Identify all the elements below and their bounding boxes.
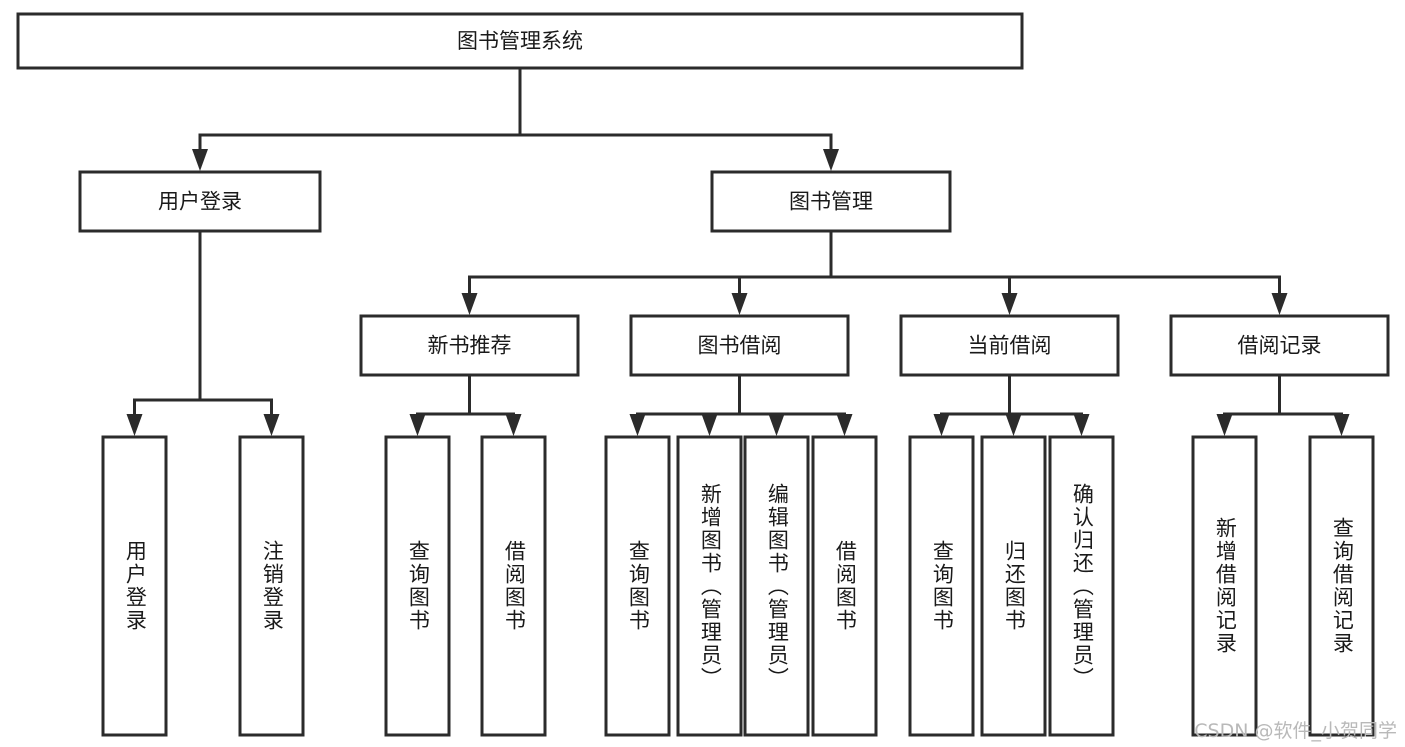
arrow-icon-new-book-recommend xyxy=(461,293,478,315)
node-label-user-login: 用户登录 xyxy=(158,190,242,214)
arrow-icon-leaf-query-book-2 xyxy=(629,414,646,436)
arrow-icon-leaf-borrow-book-1 xyxy=(505,414,522,436)
arrow-icon-user-login xyxy=(192,149,208,171)
arrow-icon-current-borrow xyxy=(1001,293,1018,315)
box-layer xyxy=(16,12,1390,737)
arrow-icon-leaf-query-book-1 xyxy=(409,414,426,436)
node-box-user-login[interactable] xyxy=(78,170,322,233)
arrow-icon-leaf-query-record xyxy=(1333,414,1350,436)
node-box-leaf-borrow-book-1[interactable] xyxy=(480,435,547,737)
node-box-book-manage[interactable] xyxy=(710,170,952,233)
arrow-icon-leaf-user-login xyxy=(126,414,143,436)
node-box-leaf-query-book-1[interactable] xyxy=(384,435,451,737)
node-label-current-borrow: 当前借阅 xyxy=(968,334,1052,358)
node-box-leaf-query-book-2[interactable] xyxy=(604,435,671,737)
node-box-leaf-confirm-return[interactable] xyxy=(1048,435,1115,737)
arrow-icon-leaf-add-book xyxy=(701,414,718,436)
node-label-book-borrow: 图书借阅 xyxy=(698,334,782,358)
arrow-icon-borrow-record xyxy=(1271,293,1288,315)
arrow-icon-leaf-logout xyxy=(263,414,280,436)
connector-layer xyxy=(126,66,1350,436)
arrow-icon-leaf-return-book xyxy=(1005,414,1022,436)
node-box-leaf-query-book-3[interactable] xyxy=(908,435,975,737)
node-box-leaf-logout[interactable] xyxy=(238,435,305,737)
node-label-root: 图书管理系统 xyxy=(457,29,583,53)
node-box-leaf-user-login[interactable] xyxy=(101,435,168,737)
node-label-book-manage: 图书管理 xyxy=(789,190,873,214)
arrow-icon-leaf-query-book-3 xyxy=(933,414,950,436)
node-box-leaf-add-book[interactable] xyxy=(676,435,743,737)
node-box-current-borrow[interactable] xyxy=(899,314,1120,377)
arrow-icon-book-manage xyxy=(823,149,839,171)
arrow-icon-leaf-confirm-return xyxy=(1073,414,1090,436)
node-box-leaf-edit-book[interactable] xyxy=(743,435,810,737)
arrow-icon-leaf-edit-book xyxy=(768,414,785,436)
node-box-leaf-borrow-book-2[interactable] xyxy=(811,435,878,737)
arrow-icon-leaf-add-record xyxy=(1216,414,1233,436)
node-box-root[interactable] xyxy=(16,12,1024,70)
node-label-borrow-record: 借阅记录 xyxy=(1238,334,1322,358)
node-box-leaf-add-record[interactable] xyxy=(1191,435,1258,737)
node-box-book-borrow[interactable] xyxy=(629,314,850,377)
node-box-borrow-record[interactable] xyxy=(1169,314,1390,377)
node-label-new-book-recommend: 新书推荐 xyxy=(428,334,512,358)
node-box-leaf-query-record[interactable] xyxy=(1308,435,1375,737)
node-box-new-book-recommend[interactable] xyxy=(359,314,580,377)
node-box-leaf-return-book[interactable] xyxy=(980,435,1047,737)
arrow-icon-leaf-borrow-book-2 xyxy=(836,414,853,436)
arrow-icon-book-borrow xyxy=(731,293,748,315)
